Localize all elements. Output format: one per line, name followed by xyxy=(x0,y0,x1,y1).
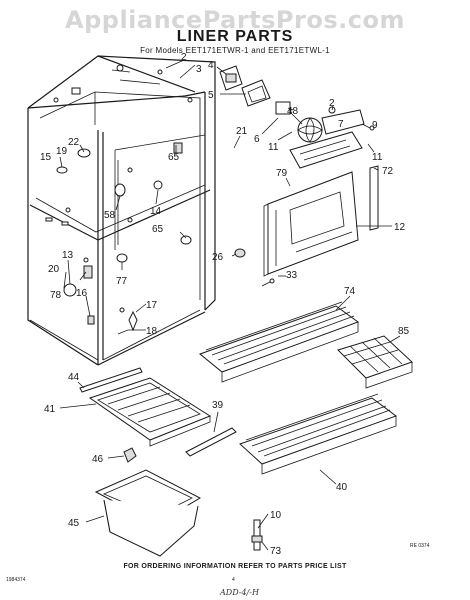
callout-12: 12 xyxy=(394,222,406,233)
callout-2: 2 xyxy=(181,52,187,63)
air-duct-strip xyxy=(369,165,379,231)
callout-9: 9 xyxy=(372,120,378,131)
callout-18: 18 xyxy=(146,326,158,337)
ice-tray xyxy=(337,335,413,389)
callout-72: 72 xyxy=(382,166,394,177)
callout-33: 33 xyxy=(286,270,298,281)
leader-lines xyxy=(59,59,401,551)
page-code: 1984374 xyxy=(6,577,26,583)
callout-79: 79 xyxy=(276,168,288,179)
watermark: AppliancePartsPros.com xyxy=(65,6,405,34)
callout-78: 78 xyxy=(50,290,62,301)
callout-6: 6 xyxy=(254,134,260,145)
callout-4: 4 xyxy=(208,60,214,71)
callout-numbers: 2 3 4 5 48 2 9 22 19 15 21 6 7 11 11 72 … xyxy=(40,52,410,557)
callout-65-upper: 65 xyxy=(168,152,180,163)
callout-22: 22 xyxy=(68,137,80,148)
callout-11-right: 11 xyxy=(372,152,383,163)
callout-11-left: 11 xyxy=(268,142,279,153)
crisper-rail xyxy=(185,427,237,457)
screw-set xyxy=(261,278,275,287)
callout-21: 21 xyxy=(236,126,248,137)
callout-44: 44 xyxy=(68,372,80,383)
callout-3: 3 xyxy=(196,64,202,75)
callout-40: 40 xyxy=(336,482,348,493)
callout-48: 48 xyxy=(287,106,299,117)
handwritten-note: ADD-4/-H xyxy=(220,588,259,597)
callout-74: 74 xyxy=(344,286,356,297)
callout-5: 5 xyxy=(208,90,214,101)
lower-wire-shelf xyxy=(239,393,398,475)
callout-16: 16 xyxy=(76,288,88,299)
damper-assembly xyxy=(219,65,271,107)
callout-19: 19 xyxy=(56,146,68,157)
diagram-title: LINER PARTS xyxy=(176,28,294,45)
callout-41: 41 xyxy=(44,404,56,415)
callout-85: 85 xyxy=(398,326,410,337)
crisper-drawer xyxy=(94,469,202,557)
callout-15: 15 xyxy=(40,152,52,163)
ordering-note: FOR ORDERING INFORMATION REFER TO PARTS … xyxy=(123,563,347,570)
diagram-subtitle: For Models EET171ETWR-1 and EET171ETWL-1 xyxy=(140,46,330,55)
callout-39: 39 xyxy=(212,400,224,411)
callout-45: 45 xyxy=(68,518,80,529)
cabinet-fittings xyxy=(56,142,192,335)
freezer-shelf xyxy=(88,377,212,447)
evaporator-cover xyxy=(263,171,359,277)
page-number: 4 xyxy=(232,577,235,583)
callout-58: 58 xyxy=(104,210,116,221)
fan-assembly xyxy=(275,101,375,169)
callout-73: 73 xyxy=(270,546,282,557)
callout-17: 17 xyxy=(146,300,158,311)
callout-14: 14 xyxy=(150,206,162,217)
cabinet-liner xyxy=(27,55,216,366)
freezer-rail xyxy=(79,367,143,393)
callout-46: 46 xyxy=(92,454,104,465)
hinge-pin xyxy=(251,519,263,551)
callout-26: 26 xyxy=(212,252,224,263)
upper-wire-shelf xyxy=(198,301,360,383)
callout-77: 77 xyxy=(116,276,128,287)
reference-code: RE 0374 xyxy=(410,543,430,549)
callout-20: 20 xyxy=(48,264,60,275)
shelf-clip xyxy=(123,447,137,463)
callout-65-lower: 65 xyxy=(152,224,164,235)
callout-2-fan: 2 xyxy=(329,98,335,109)
callout-13: 13 xyxy=(62,250,74,261)
callout-10: 10 xyxy=(270,510,282,521)
screw-part xyxy=(234,248,246,258)
callout-7: 7 xyxy=(338,119,344,130)
